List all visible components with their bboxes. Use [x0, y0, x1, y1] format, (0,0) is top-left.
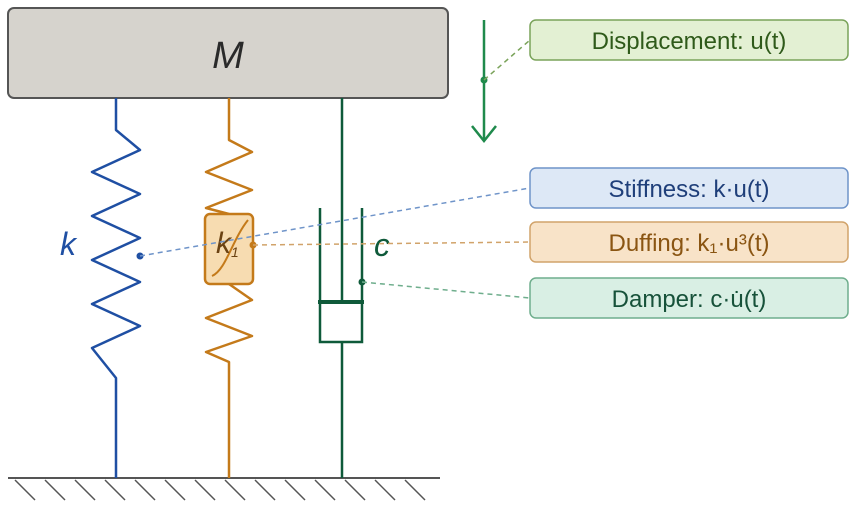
- stiffness-leader: [139, 187, 531, 257]
- damper-label: c: [374, 227, 390, 263]
- callout-duffing: Duffing: k₁·u³(t): [529, 221, 849, 263]
- damper: [318, 98, 364, 478]
- duffing-label-subscript: 1: [231, 244, 239, 260]
- spring-label: k: [60, 226, 78, 262]
- linear-spring: [90, 98, 142, 478]
- callout-stiffness-text: Stiffness: k·u(t): [609, 176, 770, 203]
- callout-stiffness: Stiffness: k·u(t): [529, 167, 849, 209]
- nonlinear-curve: [211, 219, 249, 277]
- damper-leader: [361, 281, 531, 299]
- ground: [8, 477, 440, 501]
- mass-label: M: [212, 35, 244, 77]
- duffing-label-main: k: [216, 227, 233, 260]
- duffing-leader: [252, 241, 531, 246]
- displacement-leader: [483, 39, 531, 81]
- ground-hatching: [14, 479, 426, 501]
- callout-damper: Damper: c·u̇(t): [529, 277, 849, 319]
- callout-damper-text: Damper: c·u̇(t): [612, 286, 767, 313]
- duffing-spring-bottom: [204, 282, 254, 478]
- callout-displacement-text: Displacement: u(t): [592, 28, 787, 55]
- duffing-label: k1: [216, 227, 239, 260]
- callout-duffing-text: Duffing: k₁·u³(t): [608, 230, 769, 257]
- callout-displacement: Displacement: u(t): [529, 19, 849, 61]
- duffing-spring-top: [204, 98, 254, 216]
